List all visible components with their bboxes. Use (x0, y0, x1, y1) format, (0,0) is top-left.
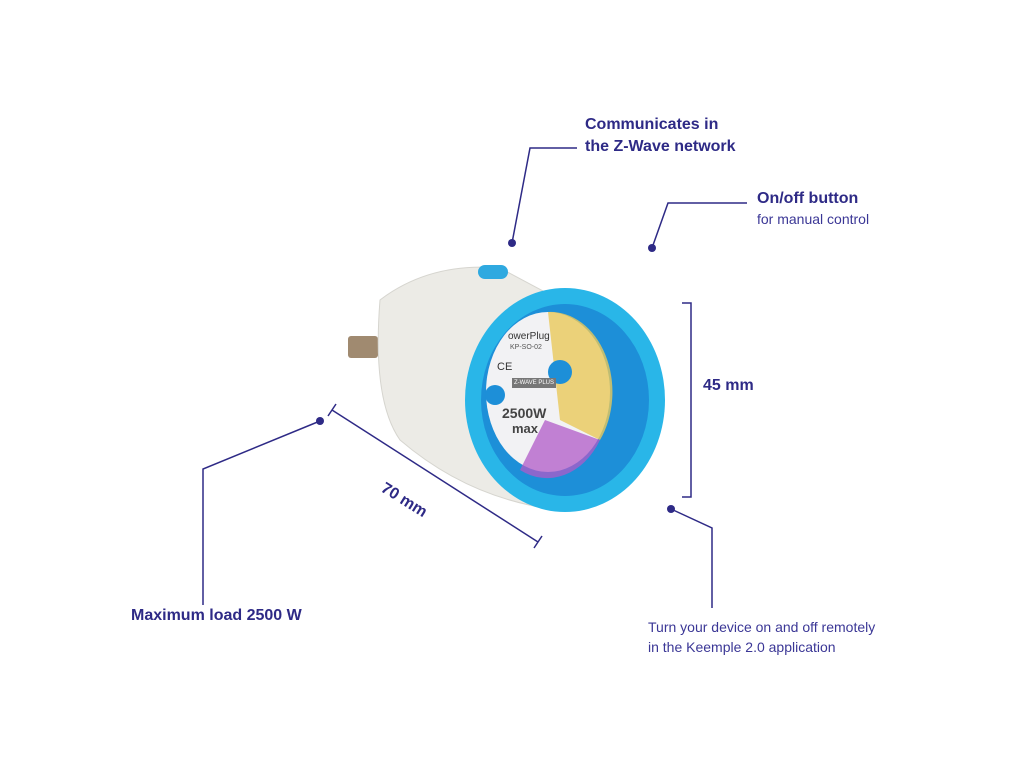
zwave-callout: Communicates in the Z-Wave network (585, 114, 736, 157)
button-subtitle: for manual control (757, 210, 870, 227)
zwave-line2: the Z-Wave network (585, 137, 736, 155)
zwave-line1: Communicates in (585, 116, 719, 133)
smart-plug-image (348, 265, 665, 512)
product-rating: 2500W (502, 405, 547, 421)
product-model: KP-SO-02 (510, 344, 542, 351)
button-callout: On/off button for manual control (757, 188, 869, 228)
zwave-plus-badge: Z-WAVE PLUS (512, 378, 557, 389)
load-label: Maximum load 2500 W (131, 607, 302, 624)
app-line1: Turn your device on and off remotely (648, 619, 876, 635)
app-line2: in the Keemple 2.0 application (648, 639, 836, 655)
length-dimension-line (331, 409, 539, 543)
height-label: 45 mm (703, 377, 754, 394)
height-dimension-bracket (682, 302, 692, 498)
button-title: On/off button (757, 190, 859, 207)
button-leader-line (651, 202, 747, 249)
load-leader-line (202, 420, 321, 605)
product-name: owerPlug (508, 331, 550, 342)
app-leader-line (670, 508, 713, 608)
ce-mark: CE (497, 361, 513, 373)
zwave-leader-line (511, 147, 577, 244)
product-rating-sub: max (512, 421, 539, 436)
app-callout: Turn your device on and off remotely in … (648, 617, 875, 657)
